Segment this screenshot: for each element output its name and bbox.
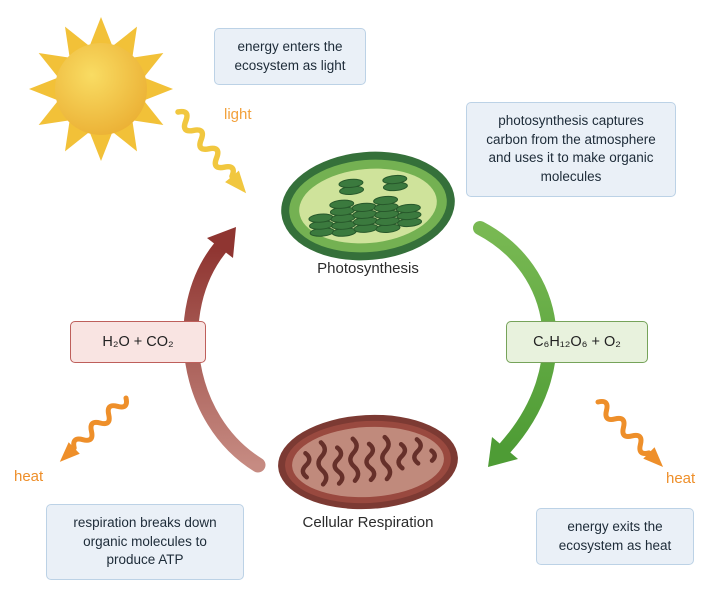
heat-squiggle-arrow-right — [595, 398, 664, 468]
chloroplast-illustration — [281, 151, 455, 261]
heat-label-right: heat — [666, 470, 696, 487]
heat-label-left: heat — [14, 468, 44, 485]
light-label: light — [224, 106, 252, 123]
mitochondrion-illustration — [278, 414, 458, 510]
callout-respiration-breaks: respiration breaks down organic molecule… — [46, 504, 244, 580]
callout-energy-exits: energy exits the ecosystem as heat — [536, 508, 694, 566]
callout-energy-enters: energy enters the ecosystem as light — [214, 28, 366, 86]
formula-water-co2: H₂O + CO₂ — [70, 321, 206, 363]
heat-squiggle-arrow-left — [59, 395, 129, 462]
callout-photosynthesis-captures: photosynthesis captures carbon from the … — [466, 102, 676, 197]
sun-icon — [29, 17, 173, 161]
light-squiggle-arrow — [175, 108, 247, 194]
formula-glucose-o2: C₆H₁₂O₆ + O₂ — [506, 321, 648, 363]
photosynthesis-label: Photosynthesis — [317, 260, 419, 277]
cellular-respiration-label: Cellular Respiration — [302, 514, 434, 531]
